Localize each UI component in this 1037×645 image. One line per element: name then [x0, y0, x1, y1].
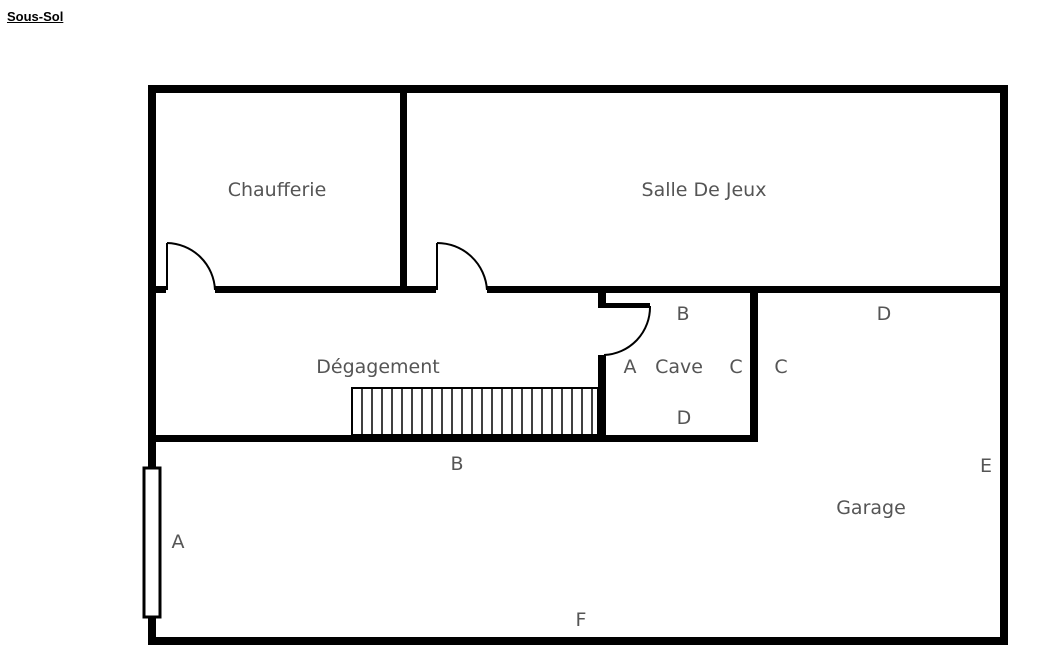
- door-salle-de-jeux: [436, 241, 488, 291]
- walls: [148, 85, 1008, 645]
- wall-mid-3: [407, 286, 436, 293]
- wall-cave-left: [598, 355, 606, 442]
- room-label-salle-de-jeux: Salle De Jeux: [642, 179, 767, 201]
- room-label-garage: Garage: [836, 497, 906, 519]
- plan-title: Sous-Sol: [7, 9, 64, 24]
- wall-mid-4: [487, 286, 1008, 293]
- door-chaufferie: [166, 242, 216, 291]
- door-cave: [598, 303, 652, 356]
- garage-marker-d: D: [877, 303, 892, 325]
- wall-right: [1000, 85, 1008, 645]
- cave-marker-b: B: [676, 303, 689, 325]
- cave-marker-c: C: [729, 356, 742, 378]
- wall-top: [148, 85, 1008, 93]
- wall-mid-2: [215, 286, 407, 293]
- wall-left-lower: [148, 617, 156, 645]
- garage-marker-c: C: [774, 356, 787, 378]
- garage-window: [142, 466, 162, 619]
- cave-marker-d: D: [677, 407, 692, 429]
- garage-marker-e: E: [980, 455, 992, 477]
- garage-marker-a: A: [172, 531, 185, 553]
- wall-degagement-garage: [148, 435, 758, 442]
- room-label-cave: Cave: [655, 356, 703, 378]
- staircase: [351, 387, 599, 436]
- garage-marker-b: B: [450, 453, 463, 475]
- doors: [166, 241, 652, 356]
- cave-marker-a: A: [624, 356, 637, 378]
- wall-cave-left-top: [598, 286, 606, 306]
- wall-bottom: [148, 637, 1008, 645]
- wall-chaufferie-salle: [400, 85, 407, 293]
- wall-mid-1: [148, 286, 166, 293]
- wall-left-upper: [148, 85, 156, 468]
- garage-marker-f: F: [576, 609, 587, 631]
- wall-cave-right: [750, 286, 758, 442]
- room-label-chaufferie: Chaufferie: [228, 179, 327, 201]
- room-label-degagement: Dégagement: [316, 356, 439, 378]
